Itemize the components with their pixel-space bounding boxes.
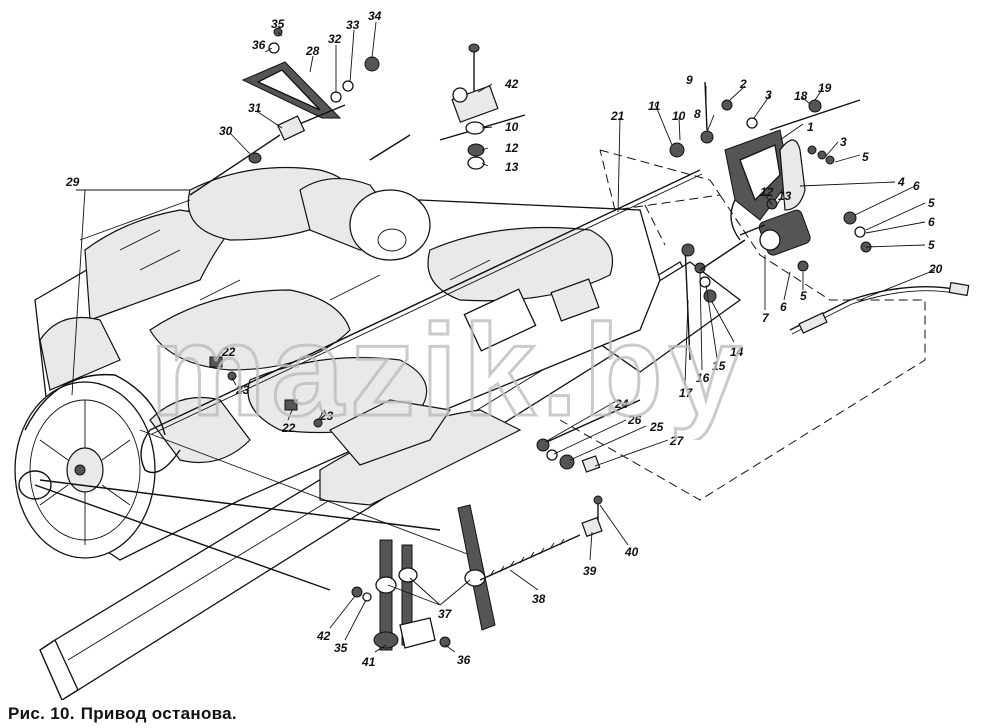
callout-29: 29 [65,175,80,189]
figure-title: Привод останова. [80,704,237,723]
callout-5-b: 5 [928,196,935,210]
pedal-lever-assembly [189,27,411,196]
stop-cable [34,169,703,591]
callout-15: 15 [712,359,726,373]
callout-5-a: 5 [862,150,869,164]
callout-28: 28 [305,44,320,58]
callout-23-a: 23 [235,383,250,397]
callout-4: 4 [897,175,905,189]
callout-14: 14 [730,345,744,359]
watermark-text: mazik.by [150,300,747,440]
callout-5-c: 5 [928,238,935,252]
callout-26: 26 [627,413,642,427]
callout-36-bottom: 36 [457,653,471,667]
engine-block [34,166,661,561]
callout-35-bottom: 35 [334,641,348,655]
callout-3-top: 3 [765,88,772,102]
callout-6-b: 6 [928,215,935,229]
callout-33: 33 [346,18,360,32]
callout-25: 25 [649,420,664,434]
leader-lines [71,21,936,653]
callout-2: 2 [739,77,747,91]
figure-caption: Рис. 10. Привод останова. [8,704,243,724]
cable-end-parts [536,399,641,473]
callout-35-top: 35 [271,17,285,31]
center-linkage [439,43,526,170]
callout-numbers: 35 36 28 32 33 34 31 30 29 42 10 12 13 2… [65,9,943,669]
callout-22-a: 22 [221,345,236,359]
callout-12-right: 12 [760,185,774,199]
callout-6-c: 6 [780,300,787,314]
callout-6-a: 6 [913,179,920,193]
callout-30: 30 [219,124,233,138]
callout-16: 16 [696,371,710,385]
stop-drive-diagram: 35 36 28 32 33 34 31 30 29 42 10 12 13 2… [14,9,970,700]
callout-21: 21 [610,109,625,123]
callout-8: 8 [694,107,701,121]
callout-1: 1 [807,120,814,134]
callout-31: 31 [248,101,262,115]
callout-10-top: 10 [505,120,519,134]
callout-42-bottom: 42 [316,629,331,643]
watermark: mazik.by [150,300,747,440]
callout-34: 34 [368,9,382,23]
callout-37: 37 [438,607,453,621]
callout-23-b: 23 [319,409,334,423]
callout-41: 41 [361,655,376,669]
callout-32: 32 [328,32,342,46]
callout-27: 27 [669,434,685,448]
callout-13-top: 13 [505,160,519,174]
figure-number: Рис. 10. [8,704,75,723]
callout-7: 7 [762,311,770,325]
callout-39: 39 [583,564,597,578]
cable-20 [789,281,970,335]
callout-22-b: 22 [281,421,296,435]
callout-9: 9 [686,73,693,87]
pedal-assembly [351,495,603,651]
fasteners-22-23 [209,356,323,428]
callout-10-right: 10 [672,109,686,123]
callout-20: 20 [928,262,943,276]
callout-17: 17 [679,386,694,400]
assembly-outline [559,149,926,501]
callout-19: 19 [818,81,832,95]
callout-11: 11 [648,99,661,113]
callout-40: 40 [624,545,639,559]
callout-24: 24 [614,397,629,411]
callout-3-right: 3 [840,135,847,149]
callout-36-top: 36 [252,38,266,52]
callout-42-top: 42 [504,77,519,91]
callout-12-top: 12 [505,141,519,155]
callout-5-d: 5 [800,289,807,303]
callout-18: 18 [794,89,808,103]
callout-38: 38 [532,592,546,606]
rod-14-17 [681,239,746,361]
right-bracket-assembly [669,81,872,272]
fan-pulley [14,373,166,559]
callout-13-right: 13 [778,189,792,203]
